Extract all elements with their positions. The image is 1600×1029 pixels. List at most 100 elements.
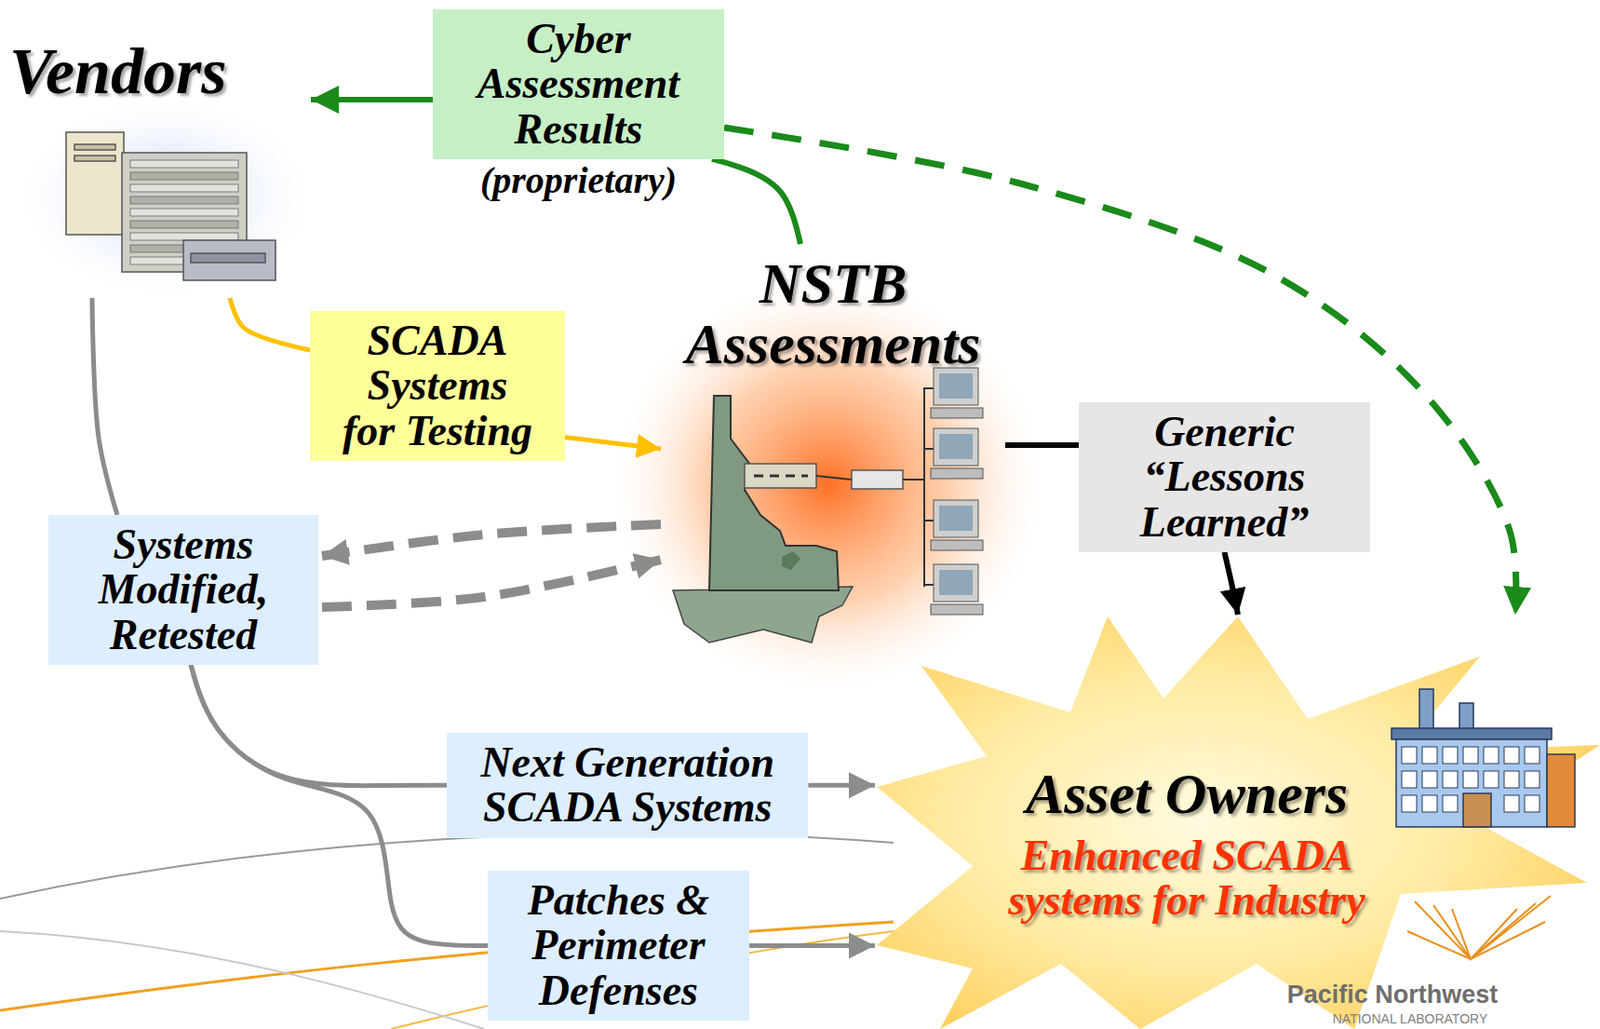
- patches-box: Patches & Perimeter Defenses: [487, 870, 750, 1021]
- server-icon: [66, 132, 276, 281]
- network-wire: [924, 387, 934, 390]
- node-title: Vendors: [9, 37, 308, 107]
- next-gen-box: Next Generation SCADA Systems: [446, 732, 808, 838]
- swoosh-line: [0, 833, 894, 899]
- node-title: Asset Owners: [954, 763, 1420, 824]
- logo-text: NATIONAL LABORATORY: [1332, 1010, 1489, 1026]
- node-title: Cyber Assessment Results: [460, 16, 697, 152]
- window: [1422, 770, 1438, 788]
- connector: [807, 782, 875, 788]
- window: [1524, 746, 1540, 764]
- monitor: [933, 428, 979, 466]
- assessment-heading: NSTB Assessments: [660, 243, 1006, 659]
- swoosh-line: [0, 921, 894, 1010]
- window: [1463, 770, 1479, 788]
- window: [1401, 794, 1417, 812]
- connector: [190, 664, 488, 946]
- keyboard: [930, 407, 983, 418]
- keyboard: [930, 604, 983, 615]
- us-map: [672, 586, 853, 643]
- connector: [749, 942, 875, 948]
- port-row: [190, 253, 266, 263]
- swoosh-line: [0, 930, 485, 1029]
- switch-ports: [753, 474, 808, 478]
- testing-box: SCADA Systems for Testing: [309, 310, 565, 461]
- monitor: [933, 564, 979, 602]
- computer-icon: [924, 499, 983, 551]
- computer-icons: [924, 367, 983, 615]
- connector: [190, 664, 447, 786]
- window: [1524, 794, 1540, 812]
- asset-owner-burst: Asset OwnersEnhanced SCADA systems for I…: [874, 614, 1600, 1029]
- window: [1504, 794, 1520, 812]
- background-swooshes: [0, 833, 894, 1029]
- rack-unit: [130, 232, 239, 241]
- building: [1396, 739, 1547, 827]
- rack-unit: [130, 160, 239, 168]
- map-region: [781, 551, 801, 570]
- window: [1463, 746, 1479, 764]
- node-title: Next Generation SCADA Systems: [469, 739, 786, 831]
- switch-device: [744, 463, 817, 488]
- drive-bay: [74, 144, 116, 150]
- computer-icon: [924, 428, 983, 479]
- screen: [939, 569, 973, 595]
- keyboard: [930, 539, 983, 551]
- hub-device: [851, 470, 903, 489]
- window: [1442, 794, 1458, 812]
- map-illustration: [672, 367, 983, 643]
- idaho-map: [709, 395, 839, 591]
- connector: [322, 524, 661, 556]
- node-title: Systems Modified, Retested: [76, 522, 291, 658]
- connector: [229, 297, 310, 350]
- screen: [939, 373, 973, 399]
- keyboard: [930, 468, 983, 479]
- node-subtitle: Enhanced SCADA systems for Industry: [972, 833, 1401, 924]
- monitor: [933, 499, 979, 538]
- window: [1504, 746, 1520, 764]
- rack-unit: [130, 196, 239, 204]
- network-unit: [183, 240, 276, 281]
- window: [1422, 794, 1438, 812]
- annex: [1546, 753, 1575, 827]
- door: [1463, 793, 1492, 827]
- connector: [1005, 442, 1079, 448]
- pnnl-logo-mark: [1407, 895, 1551, 959]
- window: [1401, 770, 1417, 788]
- logo-stroke: [1414, 895, 1551, 959]
- connector: [564, 436, 661, 449]
- window: [1504, 770, 1520, 788]
- network-wire: [816, 475, 852, 480]
- connector: [1224, 551, 1239, 615]
- node-title: NSTB Assessments: [660, 253, 1006, 375]
- logo-stroke: [1433, 902, 1536, 959]
- rack-unit: [130, 220, 239, 229]
- network-bus: [923, 387, 926, 587]
- drive-bay: [74, 155, 116, 162]
- roof: [1391, 727, 1552, 740]
- text-group: Asset OwnersEnhanced SCADA systems for I…: [954, 763, 1420, 924]
- window: [1401, 746, 1417, 764]
- network-wire: [924, 583, 934, 586]
- node-subtitle: (proprietary): [432, 161, 725, 201]
- window: [1422, 746, 1438, 764]
- starburst: [876, 616, 1600, 1029]
- node-title: Patches & Perimeter Defenses: [515, 877, 722, 1013]
- screen: [939, 505, 973, 531]
- computer-icon: [924, 564, 983, 615]
- vendor-heading: Vendors: [9, 37, 308, 298]
- connector: [310, 96, 433, 103]
- window: [1442, 770, 1458, 788]
- window: [1483, 746, 1499, 764]
- window: [1483, 770, 1499, 788]
- rack-unit: [130, 208, 239, 216]
- node-title: SCADA Systems for Testing: [337, 318, 538, 454]
- window: [1524, 770, 1540, 788]
- factory-icon: [1391, 688, 1575, 827]
- rack-unit: [130, 172, 239, 180]
- server-tower: [66, 132, 124, 235]
- screen: [939, 433, 973, 459]
- logo-stroke: [1407, 921, 1546, 959]
